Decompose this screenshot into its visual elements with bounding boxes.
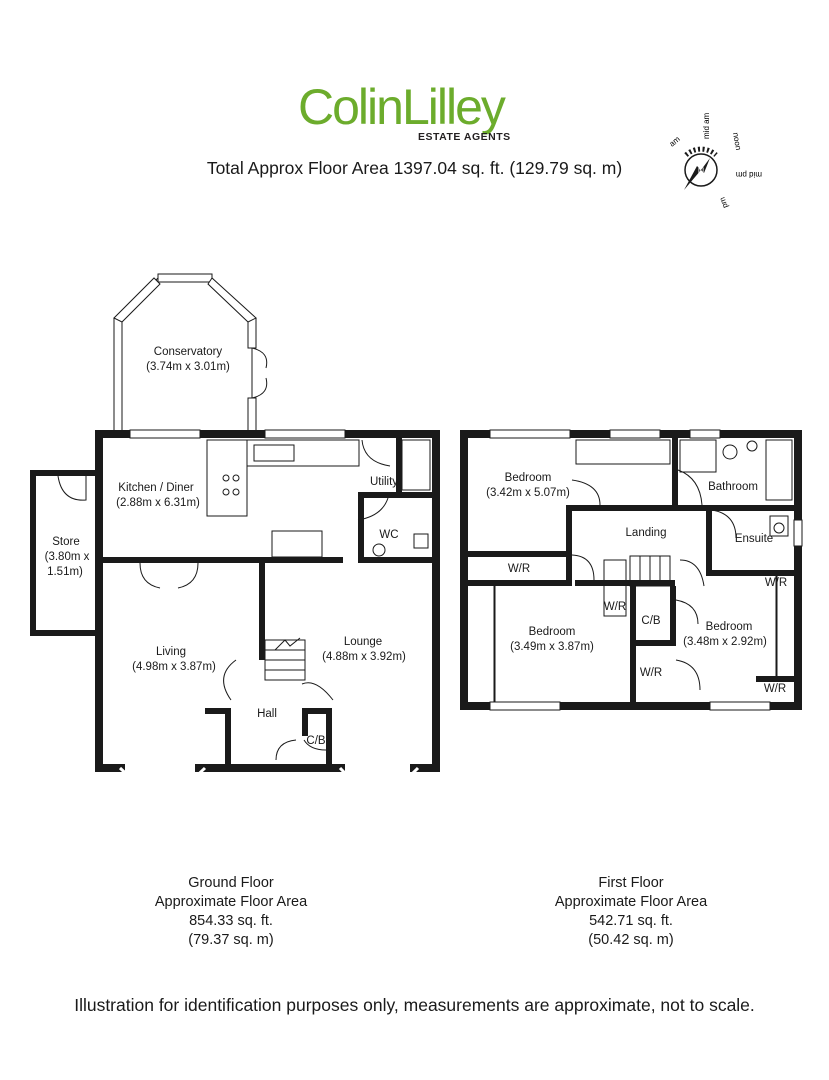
total-floor-area: Total Approx Floor Area 1397.04 sq. ft. …	[206, 158, 623, 178]
compass-label-pm: pm	[718, 196, 730, 210]
compass-icon: N mid am noon mid pm pm am	[668, 112, 762, 209]
compass-label-mid-pm: mid pm	[735, 170, 762, 179]
lounge-size: (4.88m x 3.92m)	[322, 651, 406, 663]
conservatory-outline	[113, 273, 268, 437]
compass-north: N	[698, 166, 705, 176]
ground-stairs	[264, 637, 306, 681]
bedroom2-label: Bedroom	[529, 626, 576, 638]
first-cb-label: C/B	[641, 615, 661, 627]
logo-brand-second: Lilley	[402, 79, 506, 135]
hall-label: Hall	[257, 708, 277, 720]
colin-lilley-logo: ColinLilley ESTATE AGENTS	[298, 79, 511, 143]
bedroom1-label: Bedroom	[505, 472, 552, 484]
ground-cb-label: C/B	[306, 735, 326, 747]
first-floor-title: First Floor	[598, 875, 664, 891]
top-right-wr-label: W/R	[765, 577, 787, 589]
ensuite-label: Ensuite	[735, 533, 773, 545]
stairs-wr-label: W/R	[604, 601, 626, 613]
ground-floor-subtitle: Approximate Floor Area	[154, 894, 308, 910]
ground-floor-plan	[30, 273, 440, 791]
kitchen-label: Kitchen / Diner	[118, 482, 194, 494]
lounge-label: Lounge	[344, 636, 382, 648]
ground-floor-caption: Ground Floor Approximate Floor Area 854.…	[101, 874, 361, 950]
logo-brand-first: Colin	[298, 79, 402, 135]
utility-label: Utility	[370, 476, 398, 488]
bedroom2-size: (3.49m x 3.87m)	[510, 641, 594, 653]
ground-floor-sqm: (79.37 sq. m)	[188, 932, 274, 948]
svg-text:ColinLilley: ColinLilley	[298, 79, 506, 135]
bedroom1-size: (3.42m x 5.07m)	[486, 487, 570, 499]
conservatory-size: (3.74m x 3.01m)	[146, 361, 230, 373]
compass-label-mid-am: mid am	[702, 112, 711, 139]
store-size-line2: 1.51m)	[47, 566, 83, 578]
store-label: Store	[52, 536, 80, 548]
conservatory-label: Conservatory	[154, 346, 223, 358]
ground-floor-title: Ground Floor	[188, 875, 274, 891]
bedroom3-size: (3.48m x 2.92m)	[683, 636, 767, 648]
first-floor-caption: First Floor Approximate Floor Area 542.7…	[501, 874, 761, 950]
landing-label: Landing	[626, 527, 667, 539]
small-wr-label: W/R	[640, 667, 662, 679]
store-size-line1: (3.80m x	[45, 551, 90, 563]
compass-label-am: am	[668, 134, 683, 148]
ground-floor-sqft: 854.33 sq. ft.	[189, 913, 273, 929]
first-floor-subtitle: Approximate Floor Area	[554, 894, 708, 910]
first-floor-sqft: 542.71 sq. ft.	[589, 913, 673, 929]
bottom-right-wr-label: W/R	[764, 683, 786, 695]
landing-wr-label: W/R	[508, 563, 530, 575]
disclaimer: Illustration for identification purposes…	[74, 995, 755, 1015]
bathroom-label: Bathroom	[708, 481, 758, 493]
living-label: Living	[156, 646, 186, 658]
compass-label-noon: noon	[731, 132, 743, 151]
first-floor-sqm: (50.42 sq. m)	[588, 932, 674, 948]
living-size: (4.98m x 3.87m)	[132, 661, 216, 673]
kitchen-size: (2.88m x 6.31m)	[116, 497, 200, 509]
bedroom3-label: Bedroom	[706, 621, 753, 633]
logo-tagline: ESTATE AGENTS	[418, 131, 511, 143]
first-stairs	[629, 555, 671, 587]
first-floor-plan	[460, 429, 803, 711]
wc-label: WC	[379, 529, 398, 541]
